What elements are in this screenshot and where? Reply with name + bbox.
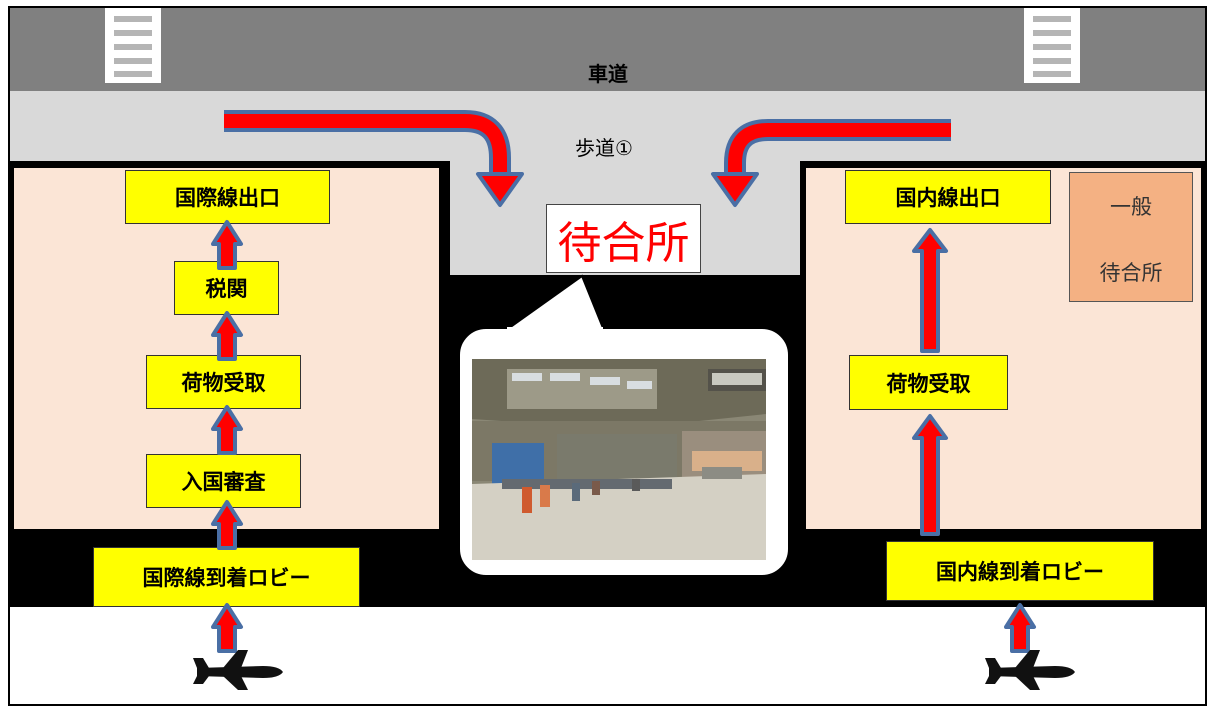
domestic-baggage-claim-box: 荷物受取	[849, 355, 1008, 410]
speech-bubble-tail-cover	[507, 327, 603, 332]
general-waiting-area: 一般 待合所	[1069, 172, 1193, 302]
curved-arrow-icon	[711, 119, 951, 207]
flow-arrow-icon	[1004, 603, 1036, 653]
waiting-room-photo	[472, 359, 766, 560]
international-exit-box: 国際線出口	[125, 170, 330, 224]
flow-arrow-icon	[211, 311, 243, 361]
immigration-box: 入国審査	[146, 454, 301, 508]
tarmac-area	[10, 607, 1205, 704]
curved-arrow-icon	[224, 110, 524, 207]
general-waiting-line1: 一般	[1110, 195, 1152, 219]
sidewalk	[10, 91, 1205, 165]
domestic-arrival-lobby-box: 国内線到着ロビー	[886, 541, 1154, 601]
general-waiting-line2: 待合所	[1099, 261, 1163, 285]
flow-arrow-icon	[211, 405, 243, 455]
crosswalk-icon	[105, 8, 161, 83]
crosswalk-icon	[1024, 8, 1080, 83]
roadway-label: 車道	[588, 62, 628, 86]
international-arrival-lobby-box: 国際線到着ロビー	[93, 547, 360, 607]
waiting-area-label: 待合所	[546, 204, 701, 273]
roadway	[10, 8, 1205, 91]
flow-arrows	[211, 110, 1036, 653]
domestic-exit-box: 国内線出口	[845, 170, 1051, 224]
flow-arrow-icon	[211, 220, 243, 270]
airplane-icon	[985, 650, 1075, 690]
flow-arrow-icon	[912, 228, 948, 353]
flow-arrow-icon	[211, 603, 243, 653]
airport-arrival-map: 車道 歩道① 国際線出口 税関 荷物受取 入国審査 国際線到着ロビー 国内線出口…	[8, 6, 1207, 706]
flow-arrow-icon	[912, 414, 948, 536]
international-baggage-claim-box: 荷物受取	[146, 355, 301, 409]
flow-arrow-icon	[211, 500, 243, 550]
sidewalk-label: 歩道①	[575, 136, 633, 160]
airplane-icon	[193, 650, 283, 690]
